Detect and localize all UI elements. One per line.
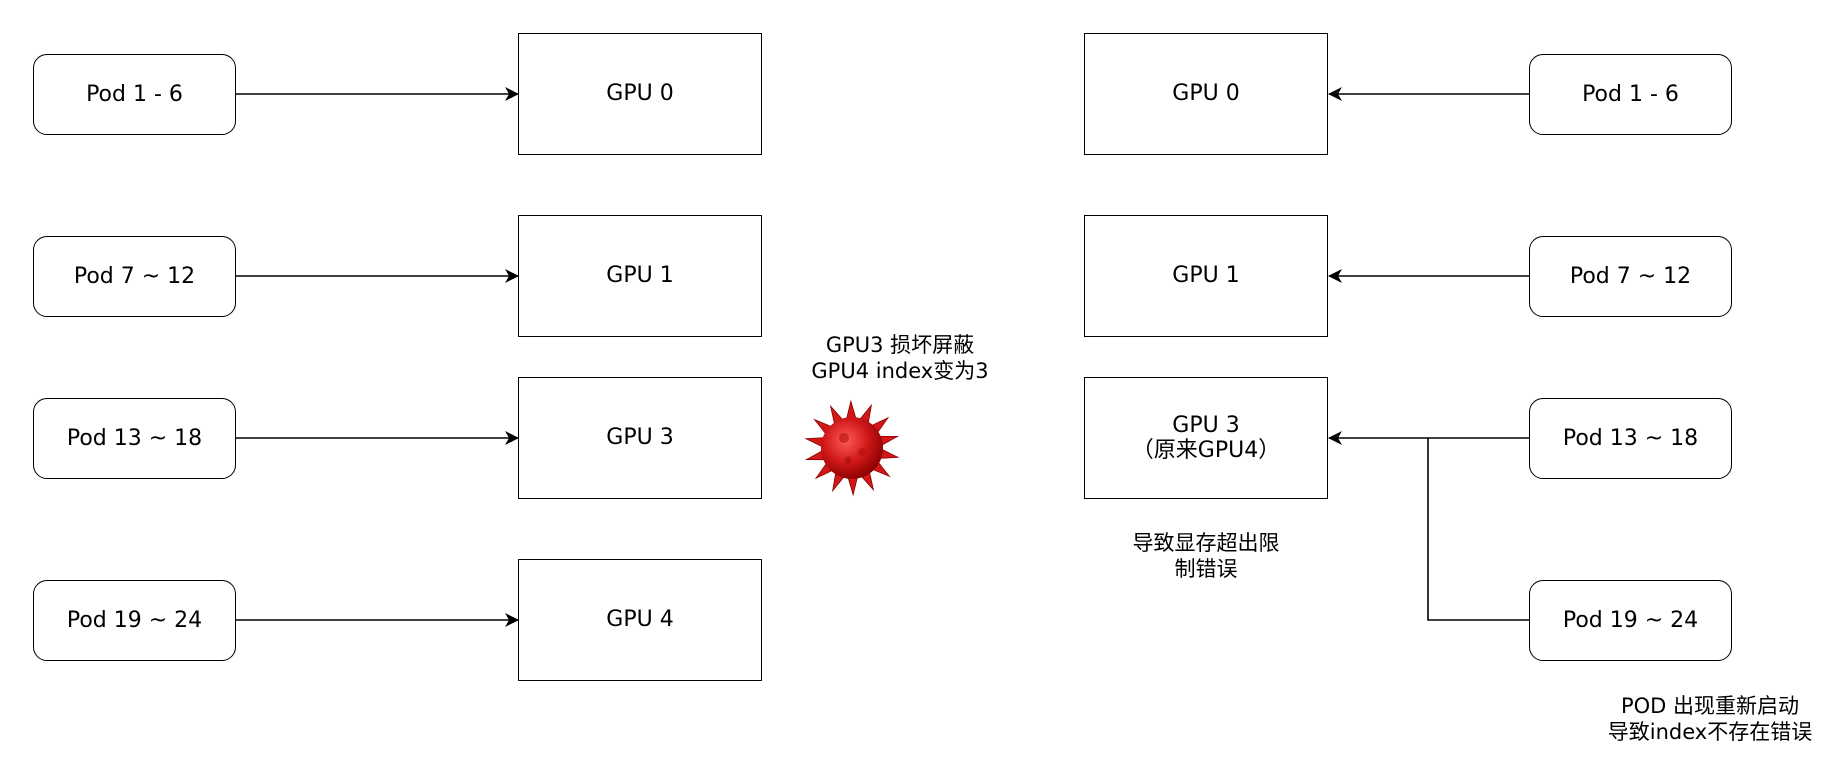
virus-icon (804, 399, 900, 497)
left-gpu-0: GPU 0 (518, 33, 762, 155)
memory-limit-error-note: 导致显存超出限 制错误 (1132, 531, 1280, 582)
edge-right-pod4-gpu3 (1427, 438, 1529, 621)
right-gpu-0: GPU 0 (1084, 33, 1328, 155)
left-gpu-4: GPU 4 (518, 559, 762, 681)
gpu-failure-note: GPU3 损坏屏蔽 GPU4 index变为3 (811, 333, 989, 384)
left-gpu-1: GPU 1 (518, 215, 762, 337)
right-pod-1-6: Pod 1 - 6 (1529, 54, 1732, 135)
right-pod-7-12: Pod 7 ~ 12 (1529, 236, 1732, 317)
left-pod-19-24: Pod 19 ~ 24 (33, 580, 236, 661)
pod-restart-error-note: POD 出现重新启动 导致index不存在错误 (1607, 694, 1813, 745)
left-pod-1-6: Pod 1 - 6 (33, 54, 236, 135)
left-pod-7-12: Pod 7 ~ 12 (33, 236, 236, 317)
left-gpu-3: GPU 3 (518, 377, 762, 499)
right-pod-13-18: Pod 13 ~ 18 (1529, 398, 1732, 479)
left-pod-13-18: Pod 13 ~ 18 (33, 398, 236, 479)
right-gpu-1: GPU 1 (1084, 215, 1328, 337)
right-pod-19-24: Pod 19 ~ 24 (1529, 580, 1732, 661)
right-gpu-3-formerly-gpu4: GPU 3 （原来GPU4） (1084, 377, 1328, 499)
